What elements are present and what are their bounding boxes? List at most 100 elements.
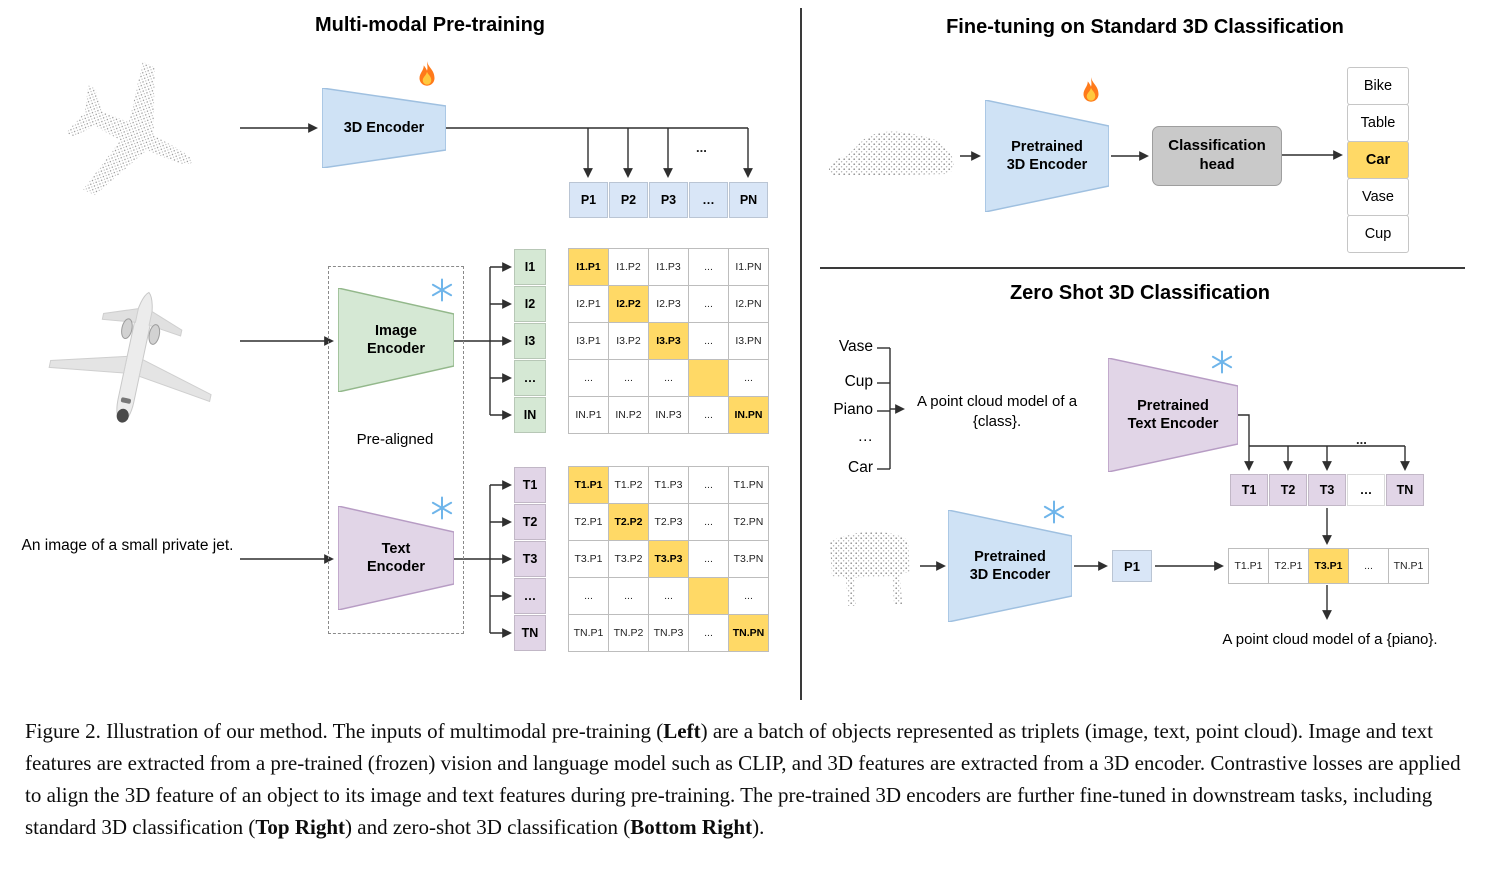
matrix-cell: ...: [689, 397, 728, 433]
matrix-cell: I3.P3: [649, 323, 688, 359]
matrix-cell: T2.P1: [569, 504, 608, 540]
i-cell: …: [514, 360, 546, 396]
snowflake-icon: [431, 278, 453, 302]
class-option-selected: Car: [1347, 141, 1409, 179]
matrix-cell: IN.P1: [569, 397, 608, 433]
caption-bold-top-right: Top Right: [255, 814, 346, 839]
vertical-divider: [800, 8, 802, 700]
t-feature-row: T1 T2 T3 … TN: [1230, 474, 1424, 506]
pretrained-3d-encoder-zeroshot: Pretrained 3D Encoder: [948, 510, 1072, 622]
matrix-cell: ...: [569, 360, 608, 396]
matrix-cell: T1.P2: [609, 467, 648, 503]
image-pointcloud-similarity-matrix: I1.P1 I1.P2 I1.P3 ... I1.PN I2.P1 I2.P2 …: [568, 248, 769, 434]
matrix-cell: [689, 578, 728, 614]
matrix-cell: T3.PN: [729, 541, 768, 577]
caption-bold-left: Left: [663, 719, 701, 743]
matrix-cell: T1.PN: [729, 467, 768, 503]
t-cell: TN: [514, 615, 546, 651]
result-cell: TN.P1: [1389, 549, 1428, 583]
class-option: Cup: [1347, 215, 1409, 253]
i-cell: I3: [514, 323, 546, 359]
zero-shot-class-label: Vase: [838, 338, 873, 355]
matrix-cell: I3.P1: [569, 323, 608, 359]
caption-text: ) and zero-shot 3D classification (: [345, 814, 631, 839]
top-right-panel-title: Fine-tuning on Standard 3D Classificatio…: [946, 16, 1344, 38]
piano-point-cloud-image: [820, 512, 920, 617]
matrix-cell: ...: [649, 578, 688, 614]
caption-text: Figure 2. Illustration of our method. Th…: [25, 719, 664, 743]
pretrained-text-encoder: Pretrained Text Encoder: [1108, 358, 1238, 472]
matrix-cell: I1.PN: [729, 249, 768, 285]
t-cell: T3: [1308, 474, 1346, 506]
zero-shot-result-row: T1.P1 T2.P1 T3.P1 ... TN.P1: [1228, 548, 1429, 584]
matrix-cell: I1.P3: [649, 249, 688, 285]
matrix-cell: T2.PN: [729, 504, 768, 540]
caption-text: ).: [752, 814, 765, 839]
caption-text: ) are a batch of objects represented as …: [25, 719, 1461, 839]
p-cell: PN: [729, 182, 768, 218]
matrix-cell: ...: [569, 578, 608, 614]
matrix-cell: ...: [689, 615, 728, 651]
matrix-cell: ...: [689, 249, 728, 285]
matrix-cell: I2.P2: [609, 286, 648, 322]
matrix-cell: ...: [689, 504, 728, 540]
figure-caption: Figure 2. Illustration of our method. Th…: [25, 716, 1465, 844]
matrix-cell: I3.P2: [609, 323, 648, 359]
image-encoder: Image Encoder: [338, 288, 454, 392]
matrix-cell: I2.P1: [569, 286, 608, 322]
3d-encoder-label: 3D Encoder: [343, 119, 425, 136]
zero-shot-prompt: A point cloud model of a {class}.: [916, 393, 1078, 430]
pre-aligned-box: [328, 266, 464, 634]
matrix-cell: T3.P2: [609, 541, 648, 577]
image-caption-text: An image of a small private jet.: [21, 537, 234, 554]
matrix-cell: T2.P3: [649, 504, 688, 540]
p-cell: …: [689, 182, 728, 218]
zero-shot-class-label: Car: [848, 459, 873, 476]
zero-shot-class-label: Piano: [833, 401, 873, 418]
t-cell: T3: [514, 541, 546, 577]
matrix-cell: ...: [609, 360, 648, 396]
text-encoder: Text Encoder: [338, 506, 454, 610]
matrix-cell: T2.P2: [609, 504, 648, 540]
classification-class-list: Bike Table Car Vase Cup: [1347, 67, 1409, 253]
caption-bold-bottom-right: Bottom Right: [630, 814, 753, 839]
matrix-cell: [689, 360, 728, 396]
matrix-cell: I2.P3: [649, 286, 688, 322]
class-option: Bike: [1347, 67, 1409, 105]
matrix-cell: I1.P1: [569, 249, 608, 285]
i-cell: IN: [514, 397, 546, 433]
matrix-cell: ...: [689, 323, 728, 359]
matrix-cell: T3.P1: [569, 541, 608, 577]
bottom-right-panel-title: Zero Shot 3D Classification: [1009, 282, 1271, 304]
image-encoder-label: Image Encoder: [366, 322, 425, 357]
matrix-cell: I1.P2: [609, 249, 648, 285]
pre-aligned-label: Pre-aligned: [356, 431, 434, 448]
text-pointcloud-similarity-matrix: T1.P1 T1.P2 T1.P3 ... T1.PN T2.P1 T2.P2 …: [568, 466, 769, 652]
t-feature-column: T1 T2 T3 … TN: [514, 467, 546, 651]
t-cell: TN: [1386, 474, 1424, 506]
matrix-cell: TN.PN: [729, 615, 768, 651]
p-feature-row: P1 P2 P3 … PN: [569, 182, 768, 218]
snowflake-icon: [1211, 350, 1233, 374]
matrix-cell: T3.P3: [649, 541, 688, 577]
text-encoder-label: Text Encoder: [366, 540, 425, 575]
t-cell: T1: [1230, 474, 1268, 506]
left-panel-title: Multi-modal Pre-training: [315, 14, 545, 36]
matrix-cell: ...: [649, 360, 688, 396]
i-cell: I1: [514, 249, 546, 285]
matrix-cell: TN.P3: [649, 615, 688, 651]
p-cell: P1: [569, 182, 608, 218]
result-cell: T1.P1: [1229, 549, 1268, 583]
matrix-cell: ...: [609, 578, 648, 614]
i-feature-column: I1 I2 I3 … IN: [514, 249, 546, 433]
matrix-cell: TN.P2: [609, 615, 648, 651]
car-point-cloud-image: [823, 118, 958, 190]
i-cell: I2: [514, 286, 546, 322]
zero-shot-class-ellipsis: …: [857, 428, 874, 445]
matrix-cell: ...: [729, 360, 768, 396]
matrix-cell: ...: [689, 286, 728, 322]
airplane-point-cloud-image: [28, 48, 238, 223]
matrix-cell: T1.P1: [569, 467, 608, 503]
t-cell: T2: [1269, 474, 1307, 506]
3d-encoder: 3D Encoder: [322, 88, 446, 168]
